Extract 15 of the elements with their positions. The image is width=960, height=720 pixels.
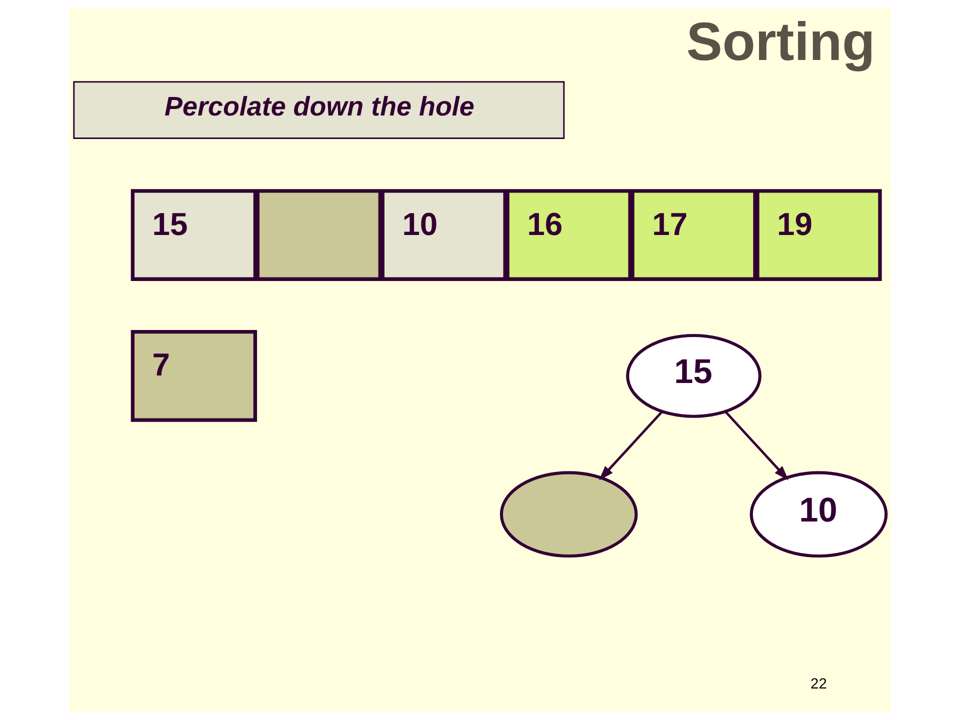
diagram-title: Sorting (686, 12, 876, 72)
arrow (724, 410, 789, 480)
node-box (256, 189, 382, 281)
arrow (598, 410, 663, 480)
node-box: 17 (630, 189, 757, 281)
node-box: 7 (130, 330, 258, 422)
node-ellipse: 10 (750, 471, 888, 558)
label: 22 (810, 676, 827, 692)
node-box: 10 (380, 189, 507, 281)
node-ellipse: 15 (626, 334, 762, 418)
node-box: 16 (506, 189, 632, 281)
node-box: 19 (756, 189, 882, 281)
node-ellipse (500, 471, 638, 558)
node-box: Percolate down the hole (73, 81, 565, 139)
node-box: 15 (130, 189, 258, 281)
